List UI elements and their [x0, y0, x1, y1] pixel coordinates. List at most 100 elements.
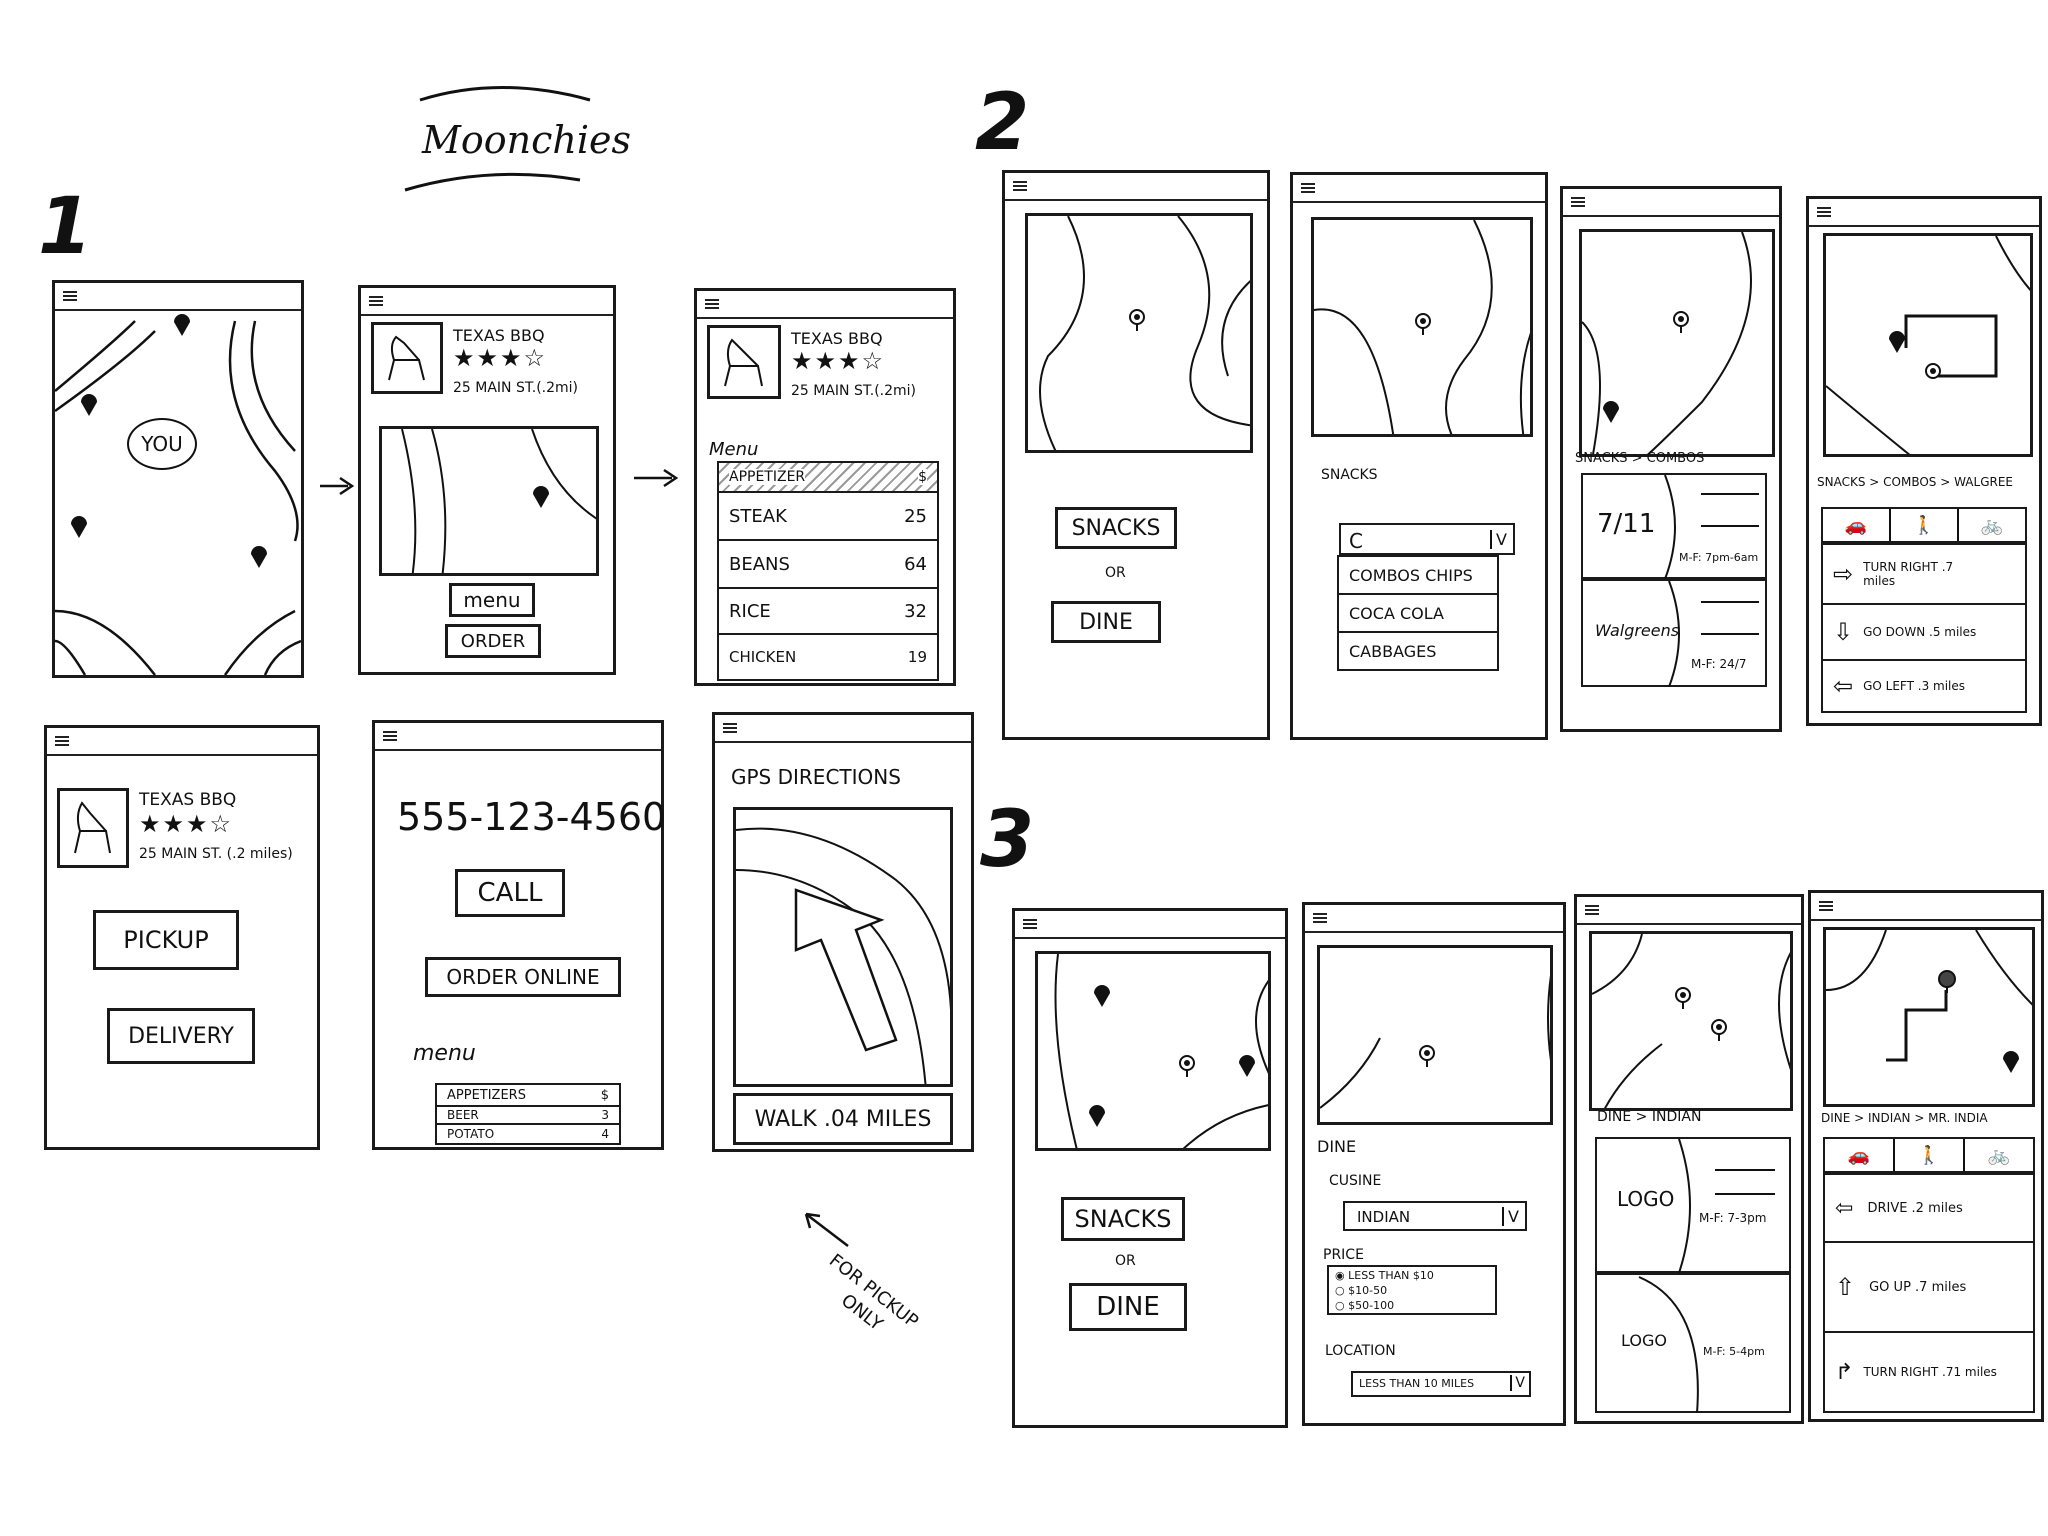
location-pin-icon[interactable] — [173, 313, 191, 337]
dropdown-caret-icon[interactable]: V — [1502, 1207, 1519, 1226]
menu-row-header[interactable]: APPETIZER $ — [719, 463, 937, 493]
menu-row[interactable]: BEANS 64 — [719, 541, 937, 589]
location-pin-icon[interactable] — [80, 393, 98, 417]
destination-pin-icon[interactable] — [1938, 970, 1956, 994]
bike-mode-tab[interactable]: 🚲 — [1959, 509, 2025, 541]
directions-map[interactable] — [1823, 233, 2033, 457]
restaurant-list-map[interactable] — [1589, 931, 1793, 1111]
call-button[interactable]: CALL — [455, 869, 565, 917]
location-pin-icon[interactable] — [1672, 310, 1690, 334]
hamburger-menu-icon[interactable] — [369, 296, 383, 306]
menu-row[interactable]: CHICKEN 19 — [719, 635, 937, 678]
cuisine-select[interactable]: INDIAN V — [1343, 1201, 1527, 1231]
location-pin-icon[interactable] — [1238, 1054, 1256, 1078]
location-pin-icon[interactable] — [1602, 400, 1620, 424]
hamburger-menu-icon[interactable] — [1023, 919, 1037, 929]
location-pin-icon[interactable] — [1418, 1044, 1436, 1068]
bike-mode-tab[interactable]: 🚲 — [1965, 1139, 2033, 1171]
breadcrumb[interactable]: DINE > INDIAN > MR. INDIA — [1821, 1111, 1988, 1125]
gps-map[interactable] — [733, 807, 953, 1087]
breadcrumb[interactable]: SNACKS > COMBOS > WALGREE — [1817, 475, 2013, 489]
directions-map[interactable] — [1823, 927, 2035, 1107]
store-card[interactable]: Walgreens M-F: 24/7 — [1581, 579, 1767, 687]
walk-mode-tab[interactable]: 🚶 — [1895, 1139, 1965, 1171]
hamburger-menu-icon[interactable] — [1571, 197, 1585, 207]
location-pin-icon[interactable] — [1178, 1054, 1196, 1078]
radio-icon[interactable]: ○ — [1335, 1299, 1345, 1312]
location-pin-icon[interactable] — [1710, 1018, 1728, 1042]
hamburger-menu-icon[interactable] — [1301, 183, 1315, 193]
dine-button[interactable]: DINE — [1051, 601, 1161, 643]
destination-pin-icon[interactable] — [1888, 330, 1906, 354]
location-pin-icon[interactable] — [70, 515, 88, 539]
breadcrumb[interactable]: SNACKS > COMBOS — [1575, 451, 1705, 466]
direction-step[interactable]: ↱ TURN RIGHT .71 miles — [1825, 1333, 2033, 1411]
menu-button[interactable]: menu — [449, 583, 535, 617]
restaurant-card[interactable]: LOGO M-F: 7-3pm — [1595, 1137, 1791, 1273]
direction-step[interactable]: ⇦ DRIVE .2 miles — [1825, 1175, 2033, 1243]
snacks-map[interactable] — [1311, 217, 1533, 437]
hamburger-menu-icon[interactable] — [383, 731, 397, 741]
menu-row[interactable]: BEER 3 — [437, 1107, 619, 1125]
hamburger-menu-icon[interactable] — [723, 723, 737, 733]
directions-list: ⇦ DRIVE .2 miles ⇧ GO UP .7 miles ↱ TURN… — [1823, 1173, 2035, 1413]
location-pin-icon[interactable] — [1093, 984, 1111, 1008]
walk-mode-tab[interactable]: 🚶 — [1891, 509, 1959, 541]
breadcrumb[interactable]: DINE > INDIAN — [1597, 1109, 1702, 1125]
hamburger-menu-icon[interactable] — [55, 736, 69, 746]
top-bar-divider — [361, 314, 613, 316]
location-pin-icon[interactable] — [2002, 1050, 2020, 1074]
snacks-button[interactable]: SNACKS — [1061, 1197, 1185, 1241]
restaurant-map[interactable] — [379, 426, 599, 576]
menu-row[interactable]: POTATO 4 — [437, 1125, 619, 1142]
home-map[interactable] — [1035, 951, 1271, 1151]
dine-button[interactable]: DINE — [1069, 1283, 1187, 1331]
price-option[interactable]: ○ $50-100 — [1335, 1299, 1394, 1312]
price-option[interactable]: ○ $10-50 — [1335, 1284, 1387, 1297]
dropdown-caret-icon[interactable]: V — [1510, 1375, 1525, 1391]
hamburger-menu-icon[interactable] — [63, 291, 77, 301]
location-select[interactable]: LESS THAN 10 MILES V — [1351, 1371, 1531, 1397]
restaurant-card[interactable]: LOGO M-F: 5-4pm — [1595, 1273, 1791, 1413]
dropdown-option[interactable]: COMBOS CHIPS — [1339, 557, 1497, 595]
store-card[interactable]: 7/11 M-F: 7pm-6am — [1581, 473, 1767, 579]
direction-step[interactable]: ⇦ GO LEFT .3 miles — [1823, 661, 2025, 711]
hamburger-menu-icon[interactable] — [705, 299, 719, 309]
menu-row-price: $ — [600, 1087, 609, 1103]
menu-row[interactable]: STEAK 25 — [719, 493, 937, 541]
hamburger-menu-icon[interactable] — [1585, 905, 1599, 915]
dropdown-caret-icon[interactable]: V — [1490, 530, 1507, 549]
order-online-button[interactable]: ORDER ONLINE — [425, 957, 621, 997]
location-pin-icon[interactable] — [532, 485, 550, 509]
location-pin-icon[interactable] — [1088, 1104, 1106, 1128]
direction-step[interactable]: ⇨ TURN RIGHT .7 miles — [1823, 545, 2025, 605]
car-mode-tab[interactable]: 🚗 — [1825, 1139, 1895, 1171]
location-pin-icon[interactable] — [1414, 312, 1432, 336]
order-button[interactable]: ORDER — [445, 624, 541, 658]
menu-row-header[interactable]: APPETIZERS $ — [437, 1085, 619, 1107]
hamburger-menu-icon[interactable] — [1013, 181, 1027, 191]
dropdown-option[interactable]: COCA COLA — [1339, 595, 1497, 633]
car-mode-tab[interactable]: 🚗 — [1823, 509, 1891, 541]
dropdown-option[interactable]: CABBAGES — [1339, 633, 1497, 669]
radio-checked-icon[interactable]: ◉ — [1335, 1269, 1345, 1282]
direction-step[interactable]: ⇧ GO UP .7 miles — [1825, 1243, 2033, 1333]
snacks-button[interactable]: SNACKS — [1055, 507, 1177, 549]
delivery-button[interactable]: DELIVERY — [107, 1008, 255, 1064]
location-pin-icon[interactable] — [1128, 308, 1146, 332]
location-pin-icon[interactable] — [250, 545, 268, 569]
price-option[interactable]: ◉ LESS THAN $10 — [1335, 1269, 1434, 1282]
pickup-button[interactable]: PICKUP — [93, 910, 239, 970]
hamburger-menu-icon[interactable] — [1817, 207, 1831, 217]
store-map[interactable] — [1579, 229, 1775, 457]
dine-map[interactable] — [1317, 945, 1553, 1125]
menu-row[interactable]: RICE 32 — [719, 589, 937, 635]
location-pin-icon[interactable] — [1924, 362, 1942, 386]
direction-step[interactable]: ⇩ GO DOWN .5 miles — [1823, 605, 2025, 661]
home-map[interactable] — [1025, 213, 1253, 453]
location-pin-icon[interactable] — [1674, 986, 1692, 1010]
search-input[interactable]: C V — [1339, 523, 1515, 555]
hamburger-menu-icon[interactable] — [1313, 913, 1327, 923]
hamburger-menu-icon[interactable] — [1819, 901, 1833, 911]
radio-icon[interactable]: ○ — [1335, 1284, 1345, 1297]
